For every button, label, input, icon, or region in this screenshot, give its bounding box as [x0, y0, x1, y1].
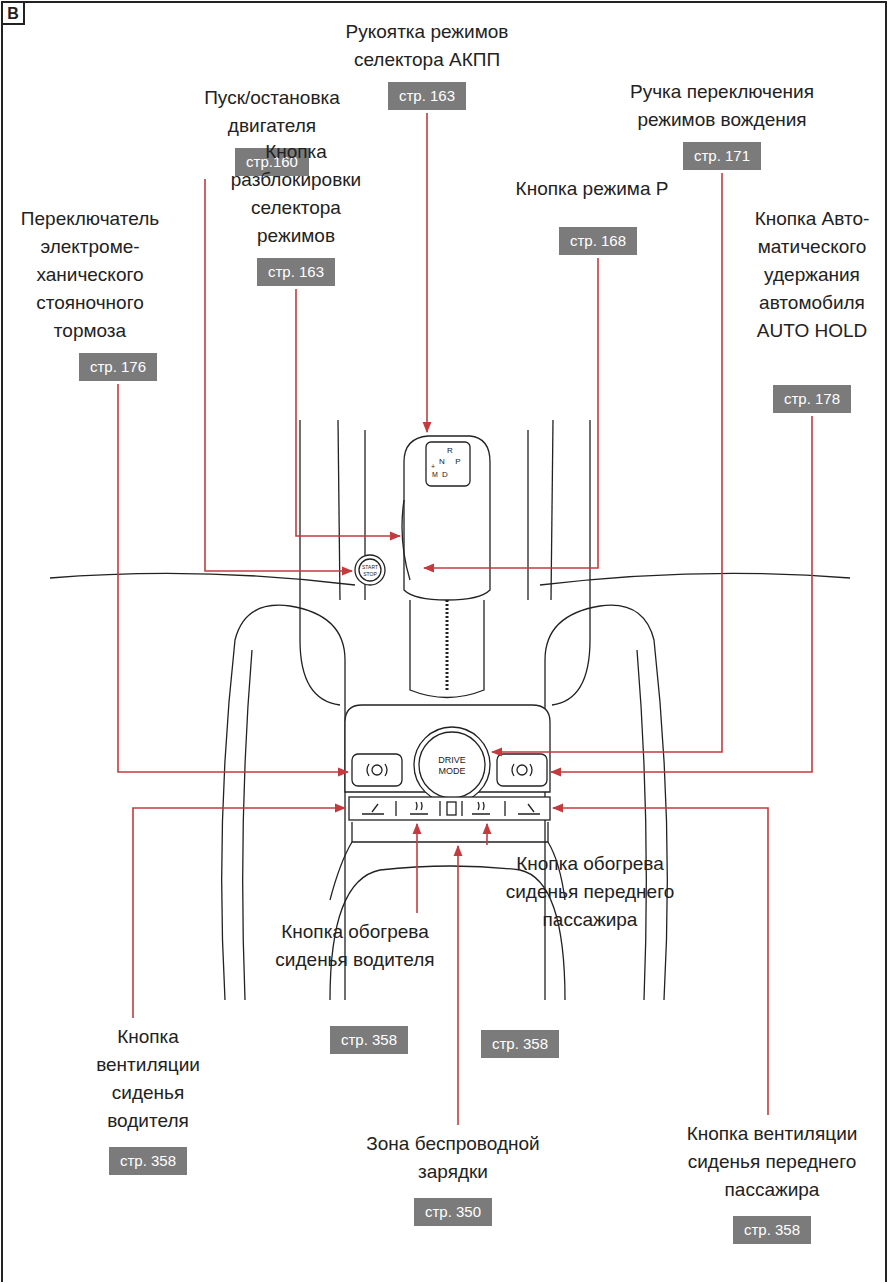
leader-line — [133, 808, 345, 1018]
passenger-seat — [637, 650, 646, 1000]
control-marking: STOP — [363, 572, 377, 577]
callout: Рукоятка режимов селектора АКПП стр. 163 — [327, 18, 527, 110]
callout-heading: Кнопка обогрева сиденья водителя — [255, 918, 455, 974]
callout: Ручка переключения режимов вождения стр. … — [602, 78, 842, 170]
callout-heading: Ручка переключения режимов вождения — [602, 78, 842, 134]
callout-heading: Кнопка обогрева сиденья переднего пассаж… — [490, 850, 690, 934]
control-marking: D — [442, 471, 448, 479]
callout-heading: Зона беспроводной зарядки — [353, 1130, 553, 1186]
dashboard-edge — [540, 573, 850, 585]
page-reference: стр. 350 — [414, 1198, 492, 1226]
auto-hold-icon — [512, 764, 532, 776]
page-reference: стр. 358 — [109, 1147, 187, 1175]
page-reference: стр. 168 — [559, 227, 637, 255]
leader-line — [492, 173, 722, 752]
callout: Кнопка обогрева сиденья водителя стр. 358 — [255, 918, 455, 1054]
page-reference: стр. 163 — [388, 82, 466, 110]
leader-line — [424, 258, 598, 568]
selector-unlock — [402, 500, 410, 580]
seat-switch-strip — [349, 797, 550, 820]
control-marking: START — [362, 565, 378, 570]
leader-line — [551, 416, 812, 772]
callout-heading: Кнопка Авто- матического удержания автом… — [742, 205, 882, 345]
control-marking: + — [431, 463, 435, 470]
leader-line — [416, 824, 418, 913]
start-stop-button — [355, 555, 385, 585]
page-reference: стр. 176 — [79, 353, 157, 381]
section-box — [2, 2, 24, 24]
charge-icon — [447, 802, 456, 815]
callout: Переключатель электроме- ханического сто… — [13, 205, 168, 381]
leader-line — [486, 824, 488, 845]
callout: Кнопка Авто- матического удержания автом… — [742, 205, 882, 413]
auto-hold-button — [497, 754, 547, 786]
control-marking: M — [432, 471, 438, 478]
page-reference: стр. 163 — [257, 258, 335, 286]
callout-heading: Кнопка вентиляции сиденья водителя — [91, 1023, 206, 1135]
parking-brake-icon — [372, 765, 382, 775]
tunnel-line — [527, 430, 528, 600]
control-marking: N — [439, 458, 445, 466]
callout: Кнопка разблокировки селектора режимов ст… — [221, 138, 371, 286]
callout: Пуск/остановка двигателястр.160 — [182, 84, 362, 176]
leader-line — [296, 289, 400, 536]
control-marking: DRIVE — [438, 756, 466, 765]
passenger-seat — [545, 605, 667, 1000]
tunnel-line — [552, 420, 590, 705]
callout-heading: Кнопка режима P — [482, 175, 702, 203]
selector-lever — [404, 436, 490, 600]
selector-panel — [426, 442, 470, 486]
control-marking: P — [455, 458, 460, 466]
page-reference: стр. 358 — [481, 1030, 559, 1058]
leader-line — [457, 846, 459, 1125]
page-reference: стр. 358 — [330, 1026, 408, 1054]
page-reference: стр. 358 — [733, 1216, 811, 1244]
parking-brake-switch — [352, 754, 402, 786]
driver-seat — [243, 650, 252, 1000]
callout-heading: Пуск/остановка двигателя — [182, 84, 362, 140]
callout-heading: Переключатель электроме- ханического сто… — [13, 205, 168, 345]
tunnel-line — [338, 420, 340, 600]
charging-tray — [352, 822, 548, 842]
selector-slot — [446, 600, 449, 690]
auto-hold-icon — [517, 765, 527, 775]
callout: Кнопка вентиляции сиденья водителя стр. 3… — [91, 1023, 206, 1175]
tunnel-line — [551, 420, 553, 600]
page-reference: стр. 171 — [683, 142, 761, 170]
selector-gate — [410, 600, 484, 698]
tunnel-line — [300, 420, 340, 705]
section-letter: B — [7, 6, 19, 22]
control-marking: MODE — [439, 767, 466, 776]
callout-heading: Рукоятка режимов селектора АКПП — [327, 18, 527, 74]
callout: Кнопка режима P стр. 168 — [482, 175, 702, 255]
leader-line — [118, 384, 348, 772]
leader-line — [426, 113, 428, 432]
parking-brake-icon — [367, 764, 387, 776]
control-marking: R — [447, 447, 453, 455]
page-reference: стр. 178 — [773, 385, 851, 413]
callout-heading: Кнопка вентиляции сиденья переднего пасс… — [672, 1120, 872, 1204]
drive-mode-knob — [414, 727, 490, 803]
armrest — [330, 842, 352, 900]
dashboard-edge — [50, 573, 355, 585]
seat-switch-icon — [362, 802, 540, 814]
callout-heading: Кнопка разблокировки селектора режимов — [221, 138, 371, 250]
start-stop-button — [359, 559, 381, 581]
drive-mode-knob — [419, 732, 485, 798]
callout: Кнопка вентиляции сиденья переднего пасс… — [672, 1120, 872, 1244]
callout: Кнопка обогрева сиденья переднего пассаж… — [490, 850, 690, 1058]
callout: Зона беспроводной зарядки стр. 350 — [353, 1130, 553, 1226]
